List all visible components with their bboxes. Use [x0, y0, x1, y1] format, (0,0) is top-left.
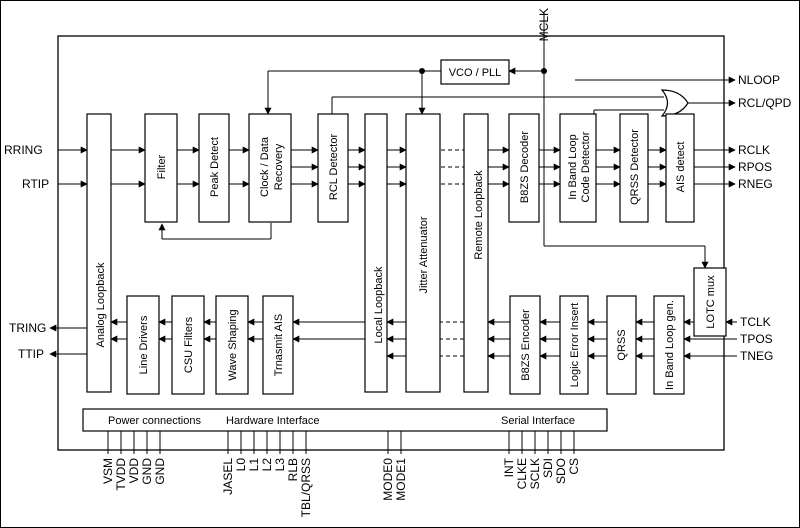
b8zs-decoder-label: B8ZS Decoder — [519, 131, 531, 203]
remote-loopback-block — [463, 113, 489, 393]
pin-tclk: TCLK — [740, 315, 771, 329]
pin-rcl-qpd: RCL/QPD — [738, 96, 792, 110]
pin-rpos: RPOS — [738, 160, 772, 174]
local-loopback-label: Local Loopback — [373, 266, 385, 344]
pin-hardware-3: L2 — [260, 458, 274, 472]
vco-pll-label: VCO / PLL — [449, 67, 502, 79]
clock-data-recovery-label-1: Clock / Data — [259, 136, 271, 197]
pin-tpos: TPOS — [740, 332, 773, 346]
lotc-mux-block — [693, 267, 727, 337]
pin-serial-4: SDO — [554, 458, 568, 484]
pin-hardware-4: L3 — [273, 458, 287, 472]
pin-hardware-6: TBL/QRSS — [299, 458, 313, 517]
pin-hardware-0: JASEL — [221, 458, 235, 495]
serial-interface-label: Serial Interface — [501, 415, 575, 427]
pin-hardware-5: RLB — [286, 458, 300, 481]
line-drivers-label: Line Drivers — [138, 315, 150, 374]
rcl-detector-block — [317, 113, 349, 223]
pin-mode-1: MODE1 — [394, 458, 408, 501]
wave-shaping-block — [215, 295, 249, 395]
ais-detect-label: AIS detect — [675, 142, 687, 193]
analog-loopback-label: Analog Loopback — [95, 262, 107, 348]
pin-power-1: TVDD — [114, 458, 128, 491]
pin-mode-0: MODE0 — [381, 458, 395, 501]
pin-serial-0: INT — [502, 457, 516, 477]
line-drivers-block — [126, 295, 160, 395]
pin-ttip: TTIP — [18, 347, 44, 361]
pin-hardware-2: L1 — [247, 458, 261, 472]
transmit-ais-label: Trnasmit AIS — [273, 314, 285, 377]
lotc-mux-label: LOTC mux — [705, 275, 717, 329]
peak-detect-block — [198, 113, 230, 223]
logic-error-insert-block — [559, 295, 589, 395]
pin-power-2: VDD — [127, 458, 141, 484]
interface-bar — [82, 408, 608, 432]
pin-power-3: GND — [140, 458, 154, 485]
ais-detect-block — [665, 113, 695, 223]
clock-data-recovery-block — [248, 113, 292, 223]
pin-tring: TRING — [9, 321, 46, 335]
clock-data-recovery-label-2: Recovery — [273, 143, 285, 190]
pin-serial-1: CLKE — [515, 458, 529, 489]
vco-pll-block — [440, 59, 510, 85]
csu-filters-block — [171, 295, 205, 395]
filter-block — [144, 113, 178, 223]
remote-loopback-label: Remote Loopback — [473, 170, 485, 260]
chip-outline — [57, 35, 725, 451]
peak-detect-label: Peak Detect — [209, 137, 221, 197]
pin-tneg: TNEG — [740, 349, 773, 363]
transmit-ais-block — [262, 295, 294, 395]
filter-label: Filter — [156, 154, 168, 179]
qrss-label: QRSS — [616, 329, 628, 360]
wave-shaping-label: Wave Shaping — [227, 309, 239, 380]
pin-rneg: RNEG — [738, 177, 773, 191]
pin-serial-5: CS — [567, 458, 581, 475]
pin-mclk: MCLK — [537, 8, 551, 41]
hardware-interface-label: Hardware Interface — [226, 415, 320, 427]
pin-power-0: VSM — [101, 458, 115, 484]
logic-error-insert-label: Logic Error Insert — [569, 303, 581, 387]
pin-serial-2: SCLK — [528, 458, 542, 489]
pin-nloop: NLOOP — [738, 73, 780, 87]
local-loopback-block — [364, 113, 388, 393]
jitter-attenuator-label: Jitter Attenuator — [418, 216, 430, 293]
pin-power-4: GND — [153, 458, 167, 485]
analog-loopback-block — [86, 113, 112, 393]
b8zs-encoder-block — [509, 295, 541, 395]
inband-detector-label-1: In Band Loop — [567, 134, 579, 199]
or-gate — [660, 89, 689, 117]
pin-hardware-1: L0 — [234, 458, 248, 472]
power-connections-label: Power connections — [108, 415, 201, 427]
inband-loop-code-detector-block — [559, 113, 597, 223]
csu-filters-label: CSU Filters — [183, 316, 195, 373]
qrss-detector-block — [619, 113, 649, 223]
inband-loop-gen-label: In Band Loop gen. — [664, 300, 676, 390]
rcl-detector-label: RCL Detector — [328, 134, 340, 201]
pin-labels: RRING RTIP TRING TTIP NLOOP RCL/QPD RCLK… — [4, 8, 792, 363]
pin-rtip: RTIP — [22, 177, 49, 191]
qrss-detector-label: QRSS Detector — [629, 129, 641, 205]
b8zs-encoder-label: B8ZS Encoder — [520, 309, 532, 381]
pin-rclk: RCLK — [738, 143, 770, 157]
pin-rring: RRING — [4, 143, 43, 157]
inband-loop-gen-block — [653, 295, 685, 395]
b8zs-decoder-block — [508, 113, 540, 223]
jitter-attenuator-block — [405, 113, 441, 393]
inband-detector-label-2: Code Detector — [580, 131, 592, 202]
pin-serial-3: SDI — [541, 458, 555, 478]
qrss-block — [606, 295, 637, 395]
